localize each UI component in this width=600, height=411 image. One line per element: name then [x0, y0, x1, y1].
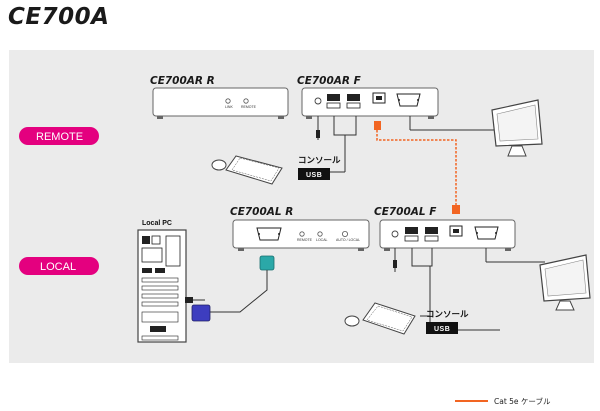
remote-receiver-unit: LINK REMOTE — [152, 87, 289, 119]
remote-led-icon — [243, 98, 249, 104]
vga-port-icon — [474, 226, 499, 240]
local-console-label: コンソール — [426, 310, 469, 320]
local-pc-tower-icon — [137, 229, 187, 343]
local-front-label: CE700AL F — [374, 206, 437, 218]
local-pc-label: Local PC — [142, 220, 172, 227]
remote-receiver-label: CE700AR R — [150, 75, 215, 87]
svg-text:LINK: LINK — [225, 105, 233, 109]
usb-port-icon — [327, 94, 340, 101]
local-keyboard-icon — [362, 302, 416, 335]
local-led-icon — [317, 231, 323, 237]
page-title: CE700A — [8, 4, 110, 30]
usb-cable — [411, 248, 433, 267]
local-front-unit — [379, 219, 516, 251]
svg-text:LOCAL: LOCAL — [316, 238, 328, 242]
local-receiver-unit: REMOTE LOCAL AUTO / LOCAL — [232, 219, 370, 251]
legend-cat5e-label: Cat 5e ケーブル — [494, 396, 551, 406]
remote-usb-badge — [298, 168, 330, 180]
local-monitor-icon — [539, 254, 591, 311]
cat5e-link-cable — [374, 121, 460, 214]
svg-text:REMOTE: REMOTE — [297, 238, 313, 242]
remote-zone-badge — [19, 127, 99, 145]
power-jack-icon — [391, 230, 399, 238]
usb-cable — [333, 116, 357, 136]
local-pc-vga-cable — [185, 255, 275, 322]
local-zone-label: LOCAL — [40, 261, 76, 273]
remote-keyboard-icon — [225, 155, 283, 185]
remote-front-unit — [301, 87, 439, 119]
remote-console-label: コンソール — [298, 156, 341, 166]
svg-text:USB: USB — [306, 172, 322, 179]
remote-front-label: CE700AR F — [297, 75, 362, 87]
svg-text:USB: USB — [434, 326, 450, 333]
local-receiver-label: CE700AL R — [230, 206, 293, 218]
remote-mouse-icon — [211, 159, 227, 171]
remote-led-icon — [299, 231, 305, 237]
link-led-icon — [225, 98, 231, 104]
vga-port-icon — [396, 93, 421, 107]
usb-port-icon — [405, 227, 418, 234]
remote-monitor-icon — [491, 99, 543, 157]
vga-port-icon — [256, 227, 282, 241]
auto-local-button-icon — [341, 230, 348, 237]
svg-text:REMOTE: REMOTE — [241, 105, 257, 109]
svg-text:AUTO / LOCAL: AUTO / LOCAL — [336, 238, 360, 242]
local-zone-badge — [19, 257, 99, 275]
usb-port-icon — [425, 227, 438, 234]
power-jack-icon — [314, 97, 322, 105]
remote-zone-label: REMOTE — [36, 131, 83, 143]
usb-port-icon — [347, 94, 360, 101]
local-usb-badge — [426, 322, 458, 334]
local-mouse-icon — [344, 315, 360, 327]
